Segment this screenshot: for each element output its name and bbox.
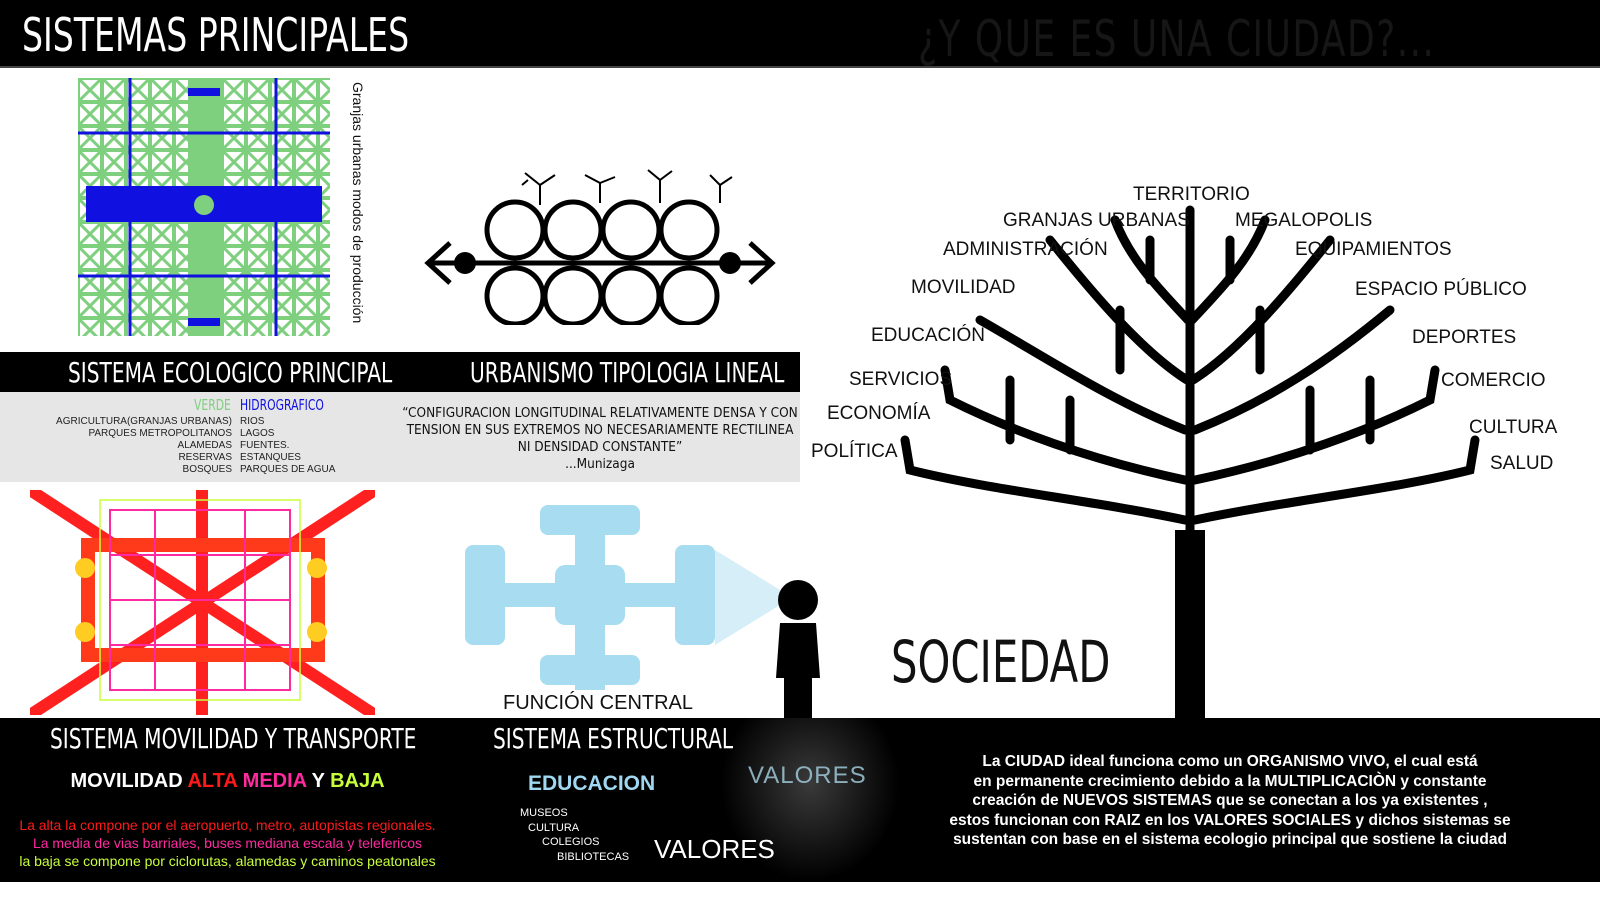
section-title-band <box>0 352 800 392</box>
summary-line: estos funcionan con RAIZ en los VALORES … <box>949 811 1511 829</box>
lineal-title: URBANISMO TIPOLOGIA LINEAL <box>470 356 785 389</box>
estructural-title: SISTEMA ESTRUCTURAL <box>493 722 734 755</box>
page-subtitle: ¿Y QUE ES UNA CIUDAD?... <box>918 10 1436 68</box>
educacion-items: MUSEOS CULTURA COLEGIOS BIBLIOTECAS <box>520 806 629 864</box>
mobility-diagram <box>30 490 375 715</box>
tree-label: MOVILIDAD <box>911 277 1016 298</box>
verde-item: AGRICULTURA(GRANJAS URBANAS) <box>56 416 232 427</box>
child-silhouette <box>776 580 820 718</box>
eco-side-label: Granjas urbanas modos de producción <box>350 82 366 324</box>
tree-label: COMERCIO <box>1441 370 1546 391</box>
desc-alta: La alta la compone por el aeropuerto, me… <box>19 817 436 833</box>
hidro-item: LAGOS <box>240 428 275 439</box>
linear-urbanism-diagram <box>424 169 776 325</box>
sociedad-label: SOCIEDAD <box>891 628 1111 696</box>
tree-label: ECONOMÍA <box>827 403 931 424</box>
tree-label: TERRITORIO <box>1133 184 1250 205</box>
verde-list: AGRICULTURA(GRANJAS URBANAS)PARQUES METR… <box>30 416 232 476</box>
tree-label: SERVICIOS <box>849 369 953 390</box>
summary-text: La CIUDAD ideal funciona como un ORGANIS… <box>900 752 1560 850</box>
tree-label: ADMINISTRACIÓN <box>943 239 1108 260</box>
tree-label: DEPORTES <box>1412 327 1517 348</box>
summary-line: La CIUDAD ideal funciona como un ORGANIS… <box>982 753 1478 770</box>
verde-item: PARQUES METROPOLITANOS <box>88 428 232 439</box>
edu-item: COLEGIOS <box>542 836 600 848</box>
quote-text: “CONFIGURACION LONGITUDINAL RELATIVAMENT… <box>402 405 798 455</box>
ecological-grid-diagram <box>78 78 330 336</box>
edu-item: CULTURA <box>528 821 580 834</box>
structural-diagram <box>465 505 780 690</box>
legend-hidro: HIDROGRAFICO <box>240 396 324 414</box>
tree-label: SALUD <box>1490 453 1554 474</box>
heading-movilidad: MOVILIDAD <box>70 770 183 792</box>
edu-item: MUSEOS <box>520 807 568 819</box>
movilidad-heading: MOVILIDAD ALTA MEDIA Y BAJA <box>0 770 455 793</box>
movilidad-description: La alta la compone por el aeropuerto, me… <box>0 816 455 870</box>
tree-label: MEGALOPOLIS <box>1235 210 1373 231</box>
valores-label: VALORES <box>654 834 775 864</box>
hidro-item: PARQUES DE AGUA <box>240 464 336 475</box>
desc-media: La media de vias barriales, buses median… <box>32 835 423 851</box>
roots-graphic <box>720 718 900 882</box>
valores-roots-label: VALORES <box>748 762 867 789</box>
header-bar <box>0 0 1600 68</box>
verde-item: ALAMEDAS <box>177 440 232 451</box>
educacion-label: EDUCACION <box>528 772 656 795</box>
tree-label: ESPACIO PÚBLICO <box>1355 279 1527 300</box>
heading-y: Y <box>311 770 325 792</box>
city-tree-diagram <box>900 205 1480 720</box>
legend-panel <box>0 392 800 482</box>
tree-label: GRANJAS URBANAS <box>1003 210 1190 231</box>
summary-line: sustentan con base en el sistema ecologi… <box>953 831 1507 848</box>
quote-author: ...Munizaga <box>565 456 635 472</box>
edu-item: BIBLIOTECAS <box>557 850 630 863</box>
tree-label: EQUIPAMIENTOS <box>1295 239 1452 260</box>
heading-alta: ALTA <box>187 770 238 792</box>
verde-item: BOSQUES <box>182 464 232 475</box>
summary-line: en permanente crecimiento debido a la MU… <box>973 772 1487 790</box>
heading-baja: BAJA <box>330 770 385 792</box>
hidro-item: RIOS <box>240 416 265 427</box>
movilidad-title: SISTEMA MOVILIDAD Y TRANSPORTE <box>50 722 417 755</box>
eco-title: SISTEMA ECOLOGICO PRINCIPAL <box>68 356 393 389</box>
page-title: SISTEMAS PRINCIPALES <box>22 8 410 62</box>
desc-baja: la baja se compone por ciclorutas, alame… <box>19 853 436 869</box>
legend-verde: VERDE <box>194 396 231 414</box>
lineal-quote: “CONFIGURACION LONGITUDINAL RELATIVAMENT… <box>400 405 800 473</box>
verde-item: RESERVAS <box>178 452 232 463</box>
hidro-item: ESTANQUES <box>240 452 301 463</box>
tree-label: CULTURA <box>1469 417 1558 438</box>
summary-line: creación de NUEVOS SISTEMAS que se conec… <box>972 792 1488 809</box>
tree-label: POLÍTICA <box>811 441 898 462</box>
heading-media: MEDIA <box>242 770 307 792</box>
tree-label: EDUCACIÓN <box>871 325 986 346</box>
central-function-caption: FUNCIÓN CENTRAL <box>503 692 694 714</box>
hidro-item: FUENTES. <box>240 440 290 451</box>
